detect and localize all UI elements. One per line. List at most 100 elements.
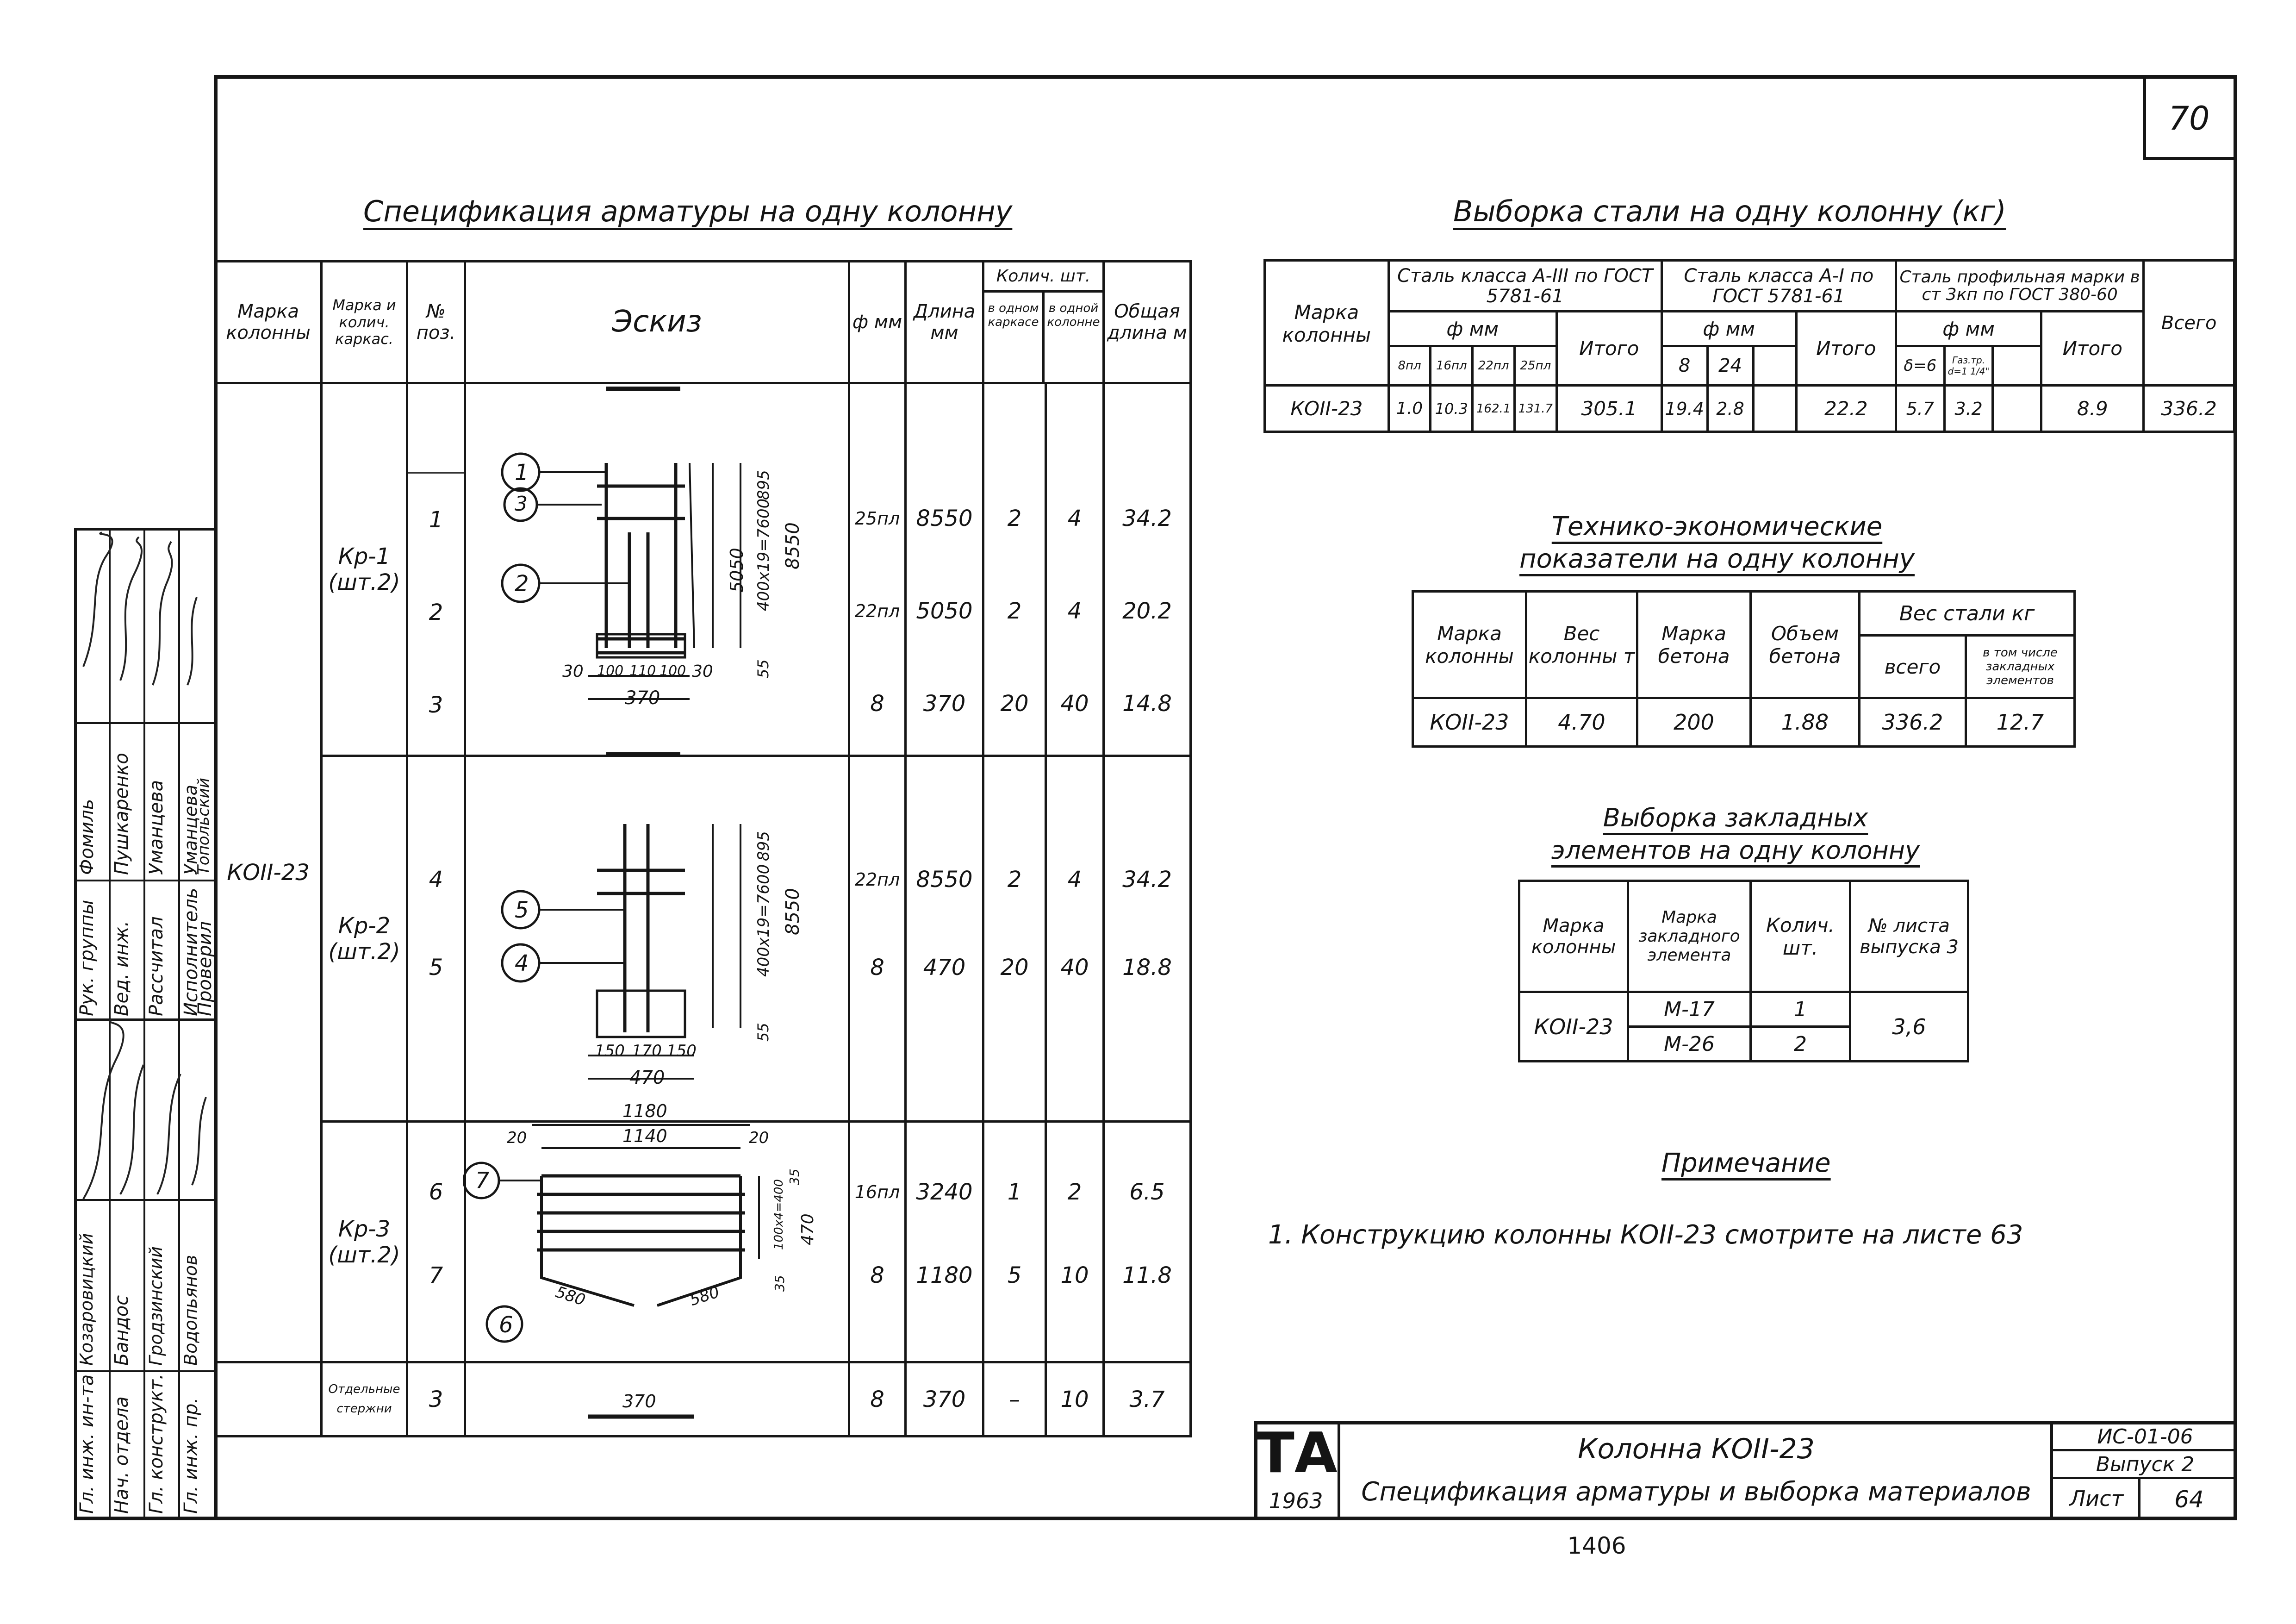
hdr-total-len: Общая длина м [1102, 260, 1192, 384]
sub2-0: 8 [1660, 345, 1709, 387]
sketch-bar-cell [464, 1361, 850, 1437]
sep-total: 3.7 [1102, 1361, 1192, 1437]
frame-kr3: Кр-3(шт.2) [320, 1120, 408, 1363]
steel-itogo-1: Итого [1555, 310, 1663, 387]
kr3-dim-470: 470 [798, 1213, 817, 1245]
tech-h-concrete: Марка бетона [1636, 590, 1752, 699]
kr3-dim-35b: 35 [772, 1275, 787, 1292]
embed-h-sheet: № листа выпуска 3 [1849, 880, 1969, 993]
outer-frame-top [214, 75, 2237, 79]
stamp-sheet-label: Лист [2069, 1486, 2124, 1511]
sketch-kr3-cell [464, 1120, 850, 1363]
kr3-dim-35a: 35 [787, 1168, 802, 1185]
tech-title-1: Технико-экономические [1551, 512, 1883, 542]
steel-phi-1: ф мм [1387, 310, 1558, 347]
hdr-frame-mark: Марка и колич. каркас. [320, 260, 408, 384]
sub1-3: 25пл [1513, 345, 1558, 387]
stamp-issue: Выпуск 2 [2096, 1453, 2195, 1476]
kr2-circle-4: 4 [515, 950, 529, 976]
kr1-w110: 110 [629, 663, 656, 679]
side-stamp-vline-2 [143, 528, 145, 1520]
hdr-qty-frame: в одном каркасе [986, 293, 1045, 381]
embed-h-mark: Марка колонны [1518, 880, 1629, 993]
rebar-sketches [463, 387, 760, 1419]
title-block-h2 [2050, 1477, 2237, 1479]
hdr-length: Длина мм [904, 260, 984, 384]
tech-h-volume: Объем бетона [1749, 590, 1860, 699]
len-block-1: 8550 5050 370 [904, 382, 984, 757]
kr1-circle-3: 3 [515, 492, 528, 516]
page-number: 70 [2168, 100, 2210, 137]
sub3-0: δ=6 [1894, 345, 1946, 387]
kr3-dim-400: 100x4=400 [772, 1179, 786, 1250]
note-text: 1. Конструкцию колонны КОII-23 смотрите … [1268, 1220, 2023, 1250]
steel-it1: 305.1 [1555, 384, 1663, 433]
steel-itogo-3: Итого [2040, 310, 2145, 387]
sub1-2: 22пл [1471, 345, 1516, 387]
steel-v1: 10.3 [1429, 384, 1474, 433]
steel-v3: 131.7 [1513, 384, 1558, 433]
tech-v-steel: 336.2 [1858, 697, 1967, 748]
hdr-column-mark: Марка колонны [214, 260, 323, 384]
steel-v3-empty [1991, 384, 2043, 433]
steel-h-g1: Сталь класса А-III по ГОСТ 5781-61 [1387, 259, 1663, 312]
hdr-pos: № поз. [406, 260, 466, 384]
steel-it2: 22.2 [1795, 384, 1897, 433]
tech-h-weight: Вес колонны т [1525, 590, 1638, 699]
separate-bars-label: Отдельные стержни [320, 1361, 408, 1437]
signature-scribbles [82, 531, 207, 1200]
title-block-div2 [2050, 1421, 2053, 1520]
hdr-sketch: Эскиз [464, 260, 850, 384]
sep-pos: 3 [406, 1361, 466, 1437]
kr2-circle-5: 5 [515, 897, 529, 923]
q2-block-1: 4 4 40 [1045, 382, 1105, 757]
sep-dia: 8 [848, 1361, 907, 1437]
side-stamp-hline-d [74, 1199, 214, 1201]
steel-total: 336.2 [2142, 384, 2235, 433]
note-title: Примечание [1661, 1148, 1831, 1178]
kr2-w150a: 150 [595, 1042, 625, 1060]
steel-it3: 8.9 [2040, 384, 2145, 433]
title-block-div1 [1338, 1421, 1340, 1520]
kr3-w20a: 20 [507, 1129, 527, 1147]
sub3-empty [1991, 345, 2043, 387]
kr3-circle-6: 6 [499, 1312, 513, 1338]
sep-q1: – [982, 1361, 1047, 1437]
frame-kr2: Кр-2(шт.2) [320, 755, 408, 1123]
title-block-h1 [2050, 1449, 2237, 1451]
tech-v-embed: 12.7 [1965, 697, 2076, 748]
kr3-w20b: 20 [749, 1129, 769, 1147]
kr1-dim-895: 895 [754, 470, 773, 500]
kr2-dim-895: 895 [754, 831, 773, 861]
hdr-qty-column: в одной колонне [1047, 301, 1100, 329]
steel-h-total: Всего [2142, 259, 2235, 387]
sub1-0: 8пл [1387, 345, 1432, 387]
steel-v3-1: 3.2 [1943, 384, 1994, 433]
tech-h-steel: Вес стали кг [1858, 590, 2076, 637]
stamp-sheet: 64 [2174, 1486, 2204, 1513]
dia-block-1: 25пл 22пл 8 [848, 382, 907, 757]
steel-row-mark: КОII-23 [1263, 384, 1390, 433]
sketch-kr2-cell [464, 755, 850, 1123]
q2-block-2: 4 40 [1045, 755, 1105, 1123]
side-stamp-vline-1 [109, 528, 111, 1520]
side-stamp-vline-3 [178, 528, 180, 1520]
kr1-circle-1: 1 [515, 460, 529, 486]
hdr-qty: Колич. шт. в одном каркасе в одной колон… [982, 260, 1105, 384]
dia-block-2: 22пл 8 [848, 755, 907, 1123]
side-stamp-hline-c [74, 1370, 214, 1372]
outer-frame-bottom [74, 1517, 2237, 1520]
sub2-empty [1752, 345, 1798, 387]
dia-block-3: 16пл 8 [848, 1120, 907, 1363]
kr1-w30a: 30 [562, 662, 584, 681]
kr1-dim-8550: 8550 [782, 522, 803, 569]
steel-phi-3: ф мм [1894, 310, 2043, 347]
side-stamp-hline-a [74, 880, 214, 881]
side-stamp-hline-b [74, 722, 214, 724]
kr1-dim-55: 55 [754, 659, 772, 678]
steel-v2-1: 2.8 [1706, 384, 1755, 433]
stamp-title-1: Колонна КОII-23 [1578, 1433, 1815, 1465]
empty-column-cell [214, 1361, 323, 1437]
sep-len: 370 [904, 1361, 984, 1437]
kr2-dim-55: 55 [754, 1023, 772, 1042]
